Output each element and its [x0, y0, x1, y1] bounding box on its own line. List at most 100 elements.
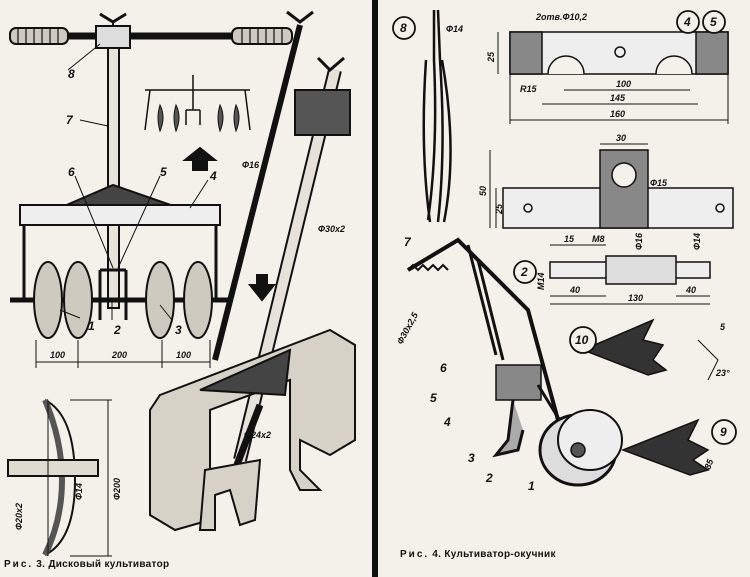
dim-phi14: Ф14 [74, 483, 84, 500]
figure-3-caption-number: 3. [36, 559, 46, 570]
circled-10: 10 [575, 333, 589, 347]
dim-holes: 2отв.Ф10,2 [535, 12, 587, 22]
dim-phi16: Ф16 [634, 232, 644, 250]
dim-85: 85 [702, 457, 715, 471]
callout-6: 6 [68, 165, 75, 179]
lower-fork [198, 458, 262, 531]
dim-30: 30 [616, 133, 626, 143]
handle-grip [407, 263, 449, 272]
figure-divider [372, 0, 378, 577]
plate-top-dimension-lines [497, 32, 729, 124]
dim-angle-5: 5 [720, 322, 726, 332]
figure-4-caption-prefix: Рис. [400, 549, 430, 560]
dim-m8: М8 [592, 234, 605, 244]
circled-4: 4 [683, 15, 691, 29]
arrow-down-icon [247, 274, 277, 302]
dim-phi200: Ф200 [112, 478, 122, 500]
dim-100-left: 100 [50, 350, 65, 360]
blades-inset [157, 103, 240, 133]
dim-r15: R15 [520, 84, 538, 94]
right-grip [231, 27, 293, 45]
callout-1: 1 [528, 479, 535, 493]
callout-3: 3 [175, 323, 182, 337]
boss [599, 149, 649, 229]
dim-200: 200 [111, 350, 127, 360]
figure-4-hiller-cultivator: 8 4 5 2 10 9 7 6 5 4 3 2 1 Ф14 2отв.Ф10,… [378, 0, 750, 577]
dim-phi14-tine: Ф14 [446, 24, 463, 34]
callout-2: 2 [485, 471, 493, 485]
hiller-cultivator-drawing: 8 4 5 2 10 9 7 6 5 4 3 2 1 Ф14 2отв.Ф10,… [392, 9, 737, 493]
callout-1: 1 [88, 319, 95, 333]
circled-markers [392, 10, 737, 445]
dim-50: 50 [478, 186, 488, 196]
axle-dimension-lines [550, 244, 710, 305]
figure-4-caption: Рис. 4. Культиватор-окучник [400, 549, 556, 560]
dim-100-right: 100 [176, 350, 191, 360]
callout-2: 2 [113, 323, 121, 337]
left-leader-lines [59, 43, 209, 321]
discs [33, 261, 213, 339]
callout-5: 5 [160, 165, 167, 179]
dim-40-left: 40 [569, 285, 580, 295]
wing-nut-3 [316, 56, 345, 73]
figure-4-caption-title: Культиватор-окучник [444, 549, 556, 560]
dim-40-right: 40 [685, 285, 696, 295]
bottom-dimension-lines [35, 340, 211, 368]
vertical-shaft [107, 47, 120, 309]
dim-25-mid: 25 [494, 203, 504, 215]
hub-section [7, 459, 99, 477]
blades-inset-frame [144, 89, 251, 131]
dim-phi16: Ф16 [242, 160, 260, 170]
dim-phi30x25: Ф30х2,5 [395, 310, 421, 346]
disc-cultivator-drawing: 8 7 6 5 4 1 2 3 100 200 100 Ф16 Ф30х2 Ф2… [7, 10, 356, 557]
dim-25-top: 25 [486, 51, 496, 63]
center-fork [98, 268, 128, 320]
grip-ribs [17, 28, 283, 44]
mount-bracket [149, 328, 356, 532]
frame-top [19, 204, 221, 226]
callout-6: 6 [440, 361, 447, 375]
circled-9: 9 [720, 425, 727, 439]
plate-top [509, 31, 729, 75]
t-joint [95, 25, 131, 49]
figure-3-disc-cultivator: 8 7 6 5 4 1 2 3 100 200 100 Ф16 Ф30х2 Ф2… [0, 0, 372, 577]
callout-7: 7 [66, 113, 74, 127]
left-grip [9, 27, 69, 45]
figure-4-caption-number: 4. [432, 549, 442, 560]
dim-phi24x2: Ф24х2 [244, 430, 271, 440]
callout-5: 5 [430, 391, 437, 405]
figure-3-caption-prefix: Рис. [4, 559, 34, 570]
dim-angle-23: 23° [715, 368, 730, 378]
dim-phi15: Ф15 [650, 178, 668, 188]
circled-5: 5 [710, 15, 717, 29]
disc-section [44, 399, 77, 556]
circled-2: 2 [520, 265, 528, 279]
figure-3-caption-title: Дисковый культиватор [48, 559, 170, 570]
dim-145: 145 [610, 93, 626, 103]
dim-160: 160 [610, 109, 625, 119]
dim-130: 130 [628, 293, 643, 303]
callout-4: 4 [209, 169, 217, 183]
share-part-10 [581, 318, 668, 376]
clamp-block [495, 364, 542, 401]
clamp [294, 89, 351, 136]
dim-phi14-axle: Ф14 [692, 233, 702, 250]
callout-7: 7 [404, 235, 412, 249]
callout-8: 8 [68, 67, 75, 81]
dim-m14: М14 [536, 272, 546, 290]
arrow-up-icon [182, 146, 218, 171]
dim-phi20x2: Ф20х2 [14, 503, 24, 530]
diagonal-rod [212, 24, 303, 361]
figure-3-caption: Рис. 3. Дисковый культиватор [4, 559, 169, 570]
inset-dimension-lines [70, 399, 112, 557]
callout-4: 4 [443, 415, 451, 429]
hiller-blade [492, 399, 525, 458]
tine-part-8 [422, 9, 452, 223]
share-part-9 [620, 418, 710, 476]
callout-3: 3 [468, 451, 475, 465]
dim-15: 15 [564, 234, 575, 244]
dim-phi30x2: Ф30х2 [318, 224, 345, 234]
wing-nut-2 [286, 10, 314, 24]
dim-100: 100 [616, 79, 631, 89]
wing-nut [99, 12, 127, 24]
